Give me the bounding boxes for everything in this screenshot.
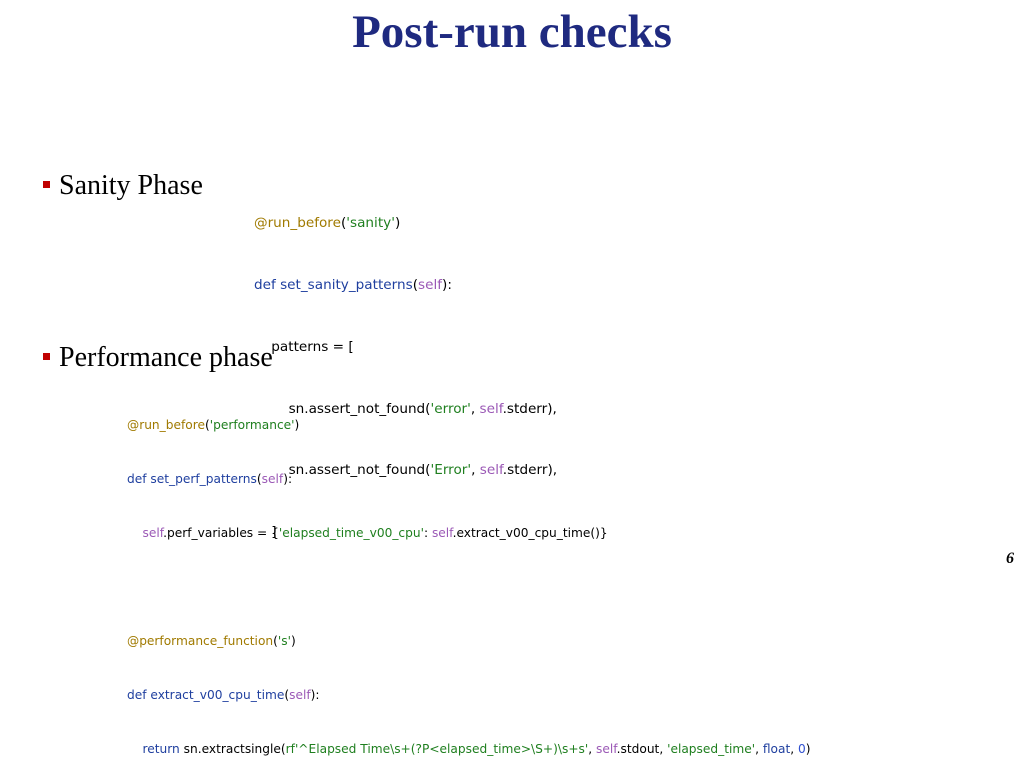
bullet-performance-label: Performance phase — [59, 342, 273, 373]
bullet-sanity-label: Sanity Phase — [59, 170, 203, 201]
code-function-name: extract_v00_cpu_time — [146, 688, 285, 702]
code-text: sn.extractsingle( — [179, 742, 286, 756]
page-number: 6 — [1006, 550, 1014, 567]
code-self: self — [479, 400, 503, 417]
code-line: def set_perf_patterns(self): — [127, 470, 811, 488]
code-text: , — [790, 742, 798, 756]
code-line: @run_before('performance') — [127, 416, 811, 434]
code-line: def extract_v00_cpu_time(self): — [127, 686, 811, 704]
code-self: self — [431, 526, 453, 540]
code-line: @run_before('sanity') — [254, 213, 557, 234]
code-line: sn.assert_not_found('Error', self.stderr… — [254, 460, 558, 481]
code-text: ( — [412, 276, 418, 293]
code-line: sn.assert_not_found('error', self.stderr… — [254, 399, 557, 420]
code-text: sn.assert_not_found( — [254, 462, 431, 479]
code-string: 'sanity' — [346, 215, 395, 232]
code-text: ) — [394, 215, 401, 232]
code-string: 'Error' — [430, 462, 472, 479]
code-string: 's' — [277, 634, 291, 648]
code-self: self — [479, 462, 503, 479]
code-blank-line: ​ — [127, 578, 811, 596]
code-text: : — [423, 526, 432, 540]
code-function-name: set_sanity_patterns — [275, 276, 413, 293]
performance-code-block: @run_before('performance') def set_perf_… — [127, 380, 811, 776]
square-bullet-icon — [43, 353, 50, 361]
code-text: , — [470, 400, 480, 417]
code-line: def set_sanity_patterns(self): — [254, 275, 557, 296]
code-text: , — [755, 742, 763, 756]
code-text: ) — [290, 634, 296, 648]
code-keyword: float — [762, 742, 791, 756]
bullet-performance-phase: Performance phase — [43, 342, 273, 374]
code-text: ( — [340, 215, 347, 232]
code-text: ): — [442, 276, 452, 293]
code-line: patterns = [ — [254, 338, 354, 355]
code-string: 'elapsed_time_v00_cpu' — [278, 526, 424, 540]
code-decorator: @performance_function — [127, 634, 274, 648]
code-self: self — [142, 526, 164, 540]
code-keyword: return — [142, 742, 180, 756]
code-line: ] — [254, 524, 277, 541]
code-self: self — [596, 742, 617, 756]
code-line: @performance_function('s') — [127, 632, 811, 650]
code-number: 0 — [798, 742, 806, 756]
code-text: .stdout, — [616, 742, 668, 756]
code-text: ): — [283, 472, 293, 486]
code-keyword: def — [127, 688, 147, 702]
code-indent — [127, 742, 143, 756]
code-string: 'performance' — [209, 418, 295, 432]
code-self: self — [418, 276, 443, 293]
code-text: , — [588, 742, 596, 756]
code-text: .extract_v00_cpu_time()} — [452, 526, 608, 540]
square-bullet-icon — [43, 181, 50, 189]
code-string: 'elapsed_time' — [667, 742, 756, 756]
code-text: .stderr), — [502, 400, 557, 417]
code-text: ( — [204, 418, 210, 432]
code-text: ( — [256, 472, 262, 486]
code-keyword: def — [127, 472, 147, 486]
code-keyword: def — [254, 276, 276, 293]
code-string: rf'^Elapsed Time\s+(?P<elapsed_time>\S+)… — [285, 742, 589, 756]
code-text: .perf_variables = { — [163, 526, 279, 540]
code-text: ): — [310, 688, 320, 702]
bullet-sanity-phase: Sanity Phase — [43, 170, 203, 202]
code-function-name: set_perf_patterns — [146, 472, 257, 486]
code-string: 'error' — [430, 400, 471, 417]
code-line: self.perf_variables = {'elapsed_time_v00… — [127, 524, 811, 542]
code-text: ) — [294, 418, 300, 432]
code-self: self — [289, 688, 311, 702]
code-self: self — [261, 472, 284, 486]
code-decorator: @run_before — [127, 418, 205, 432]
code-indent — [127, 526, 143, 540]
code-text: , — [471, 462, 480, 479]
code-text: .stderr), — [502, 462, 558, 479]
slide-title: Post-run checks — [352, 6, 672, 58]
code-decorator: @run_before — [254, 215, 341, 232]
code-text: sn.assert_not_found( — [254, 400, 431, 417]
code-line: return sn.extractsingle(rf'^Elapsed Time… — [127, 740, 811, 758]
code-text: ) — [805, 742, 811, 756]
sanity-code-block: @run_before('sanity') def set_sanity_pat… — [254, 172, 557, 563]
